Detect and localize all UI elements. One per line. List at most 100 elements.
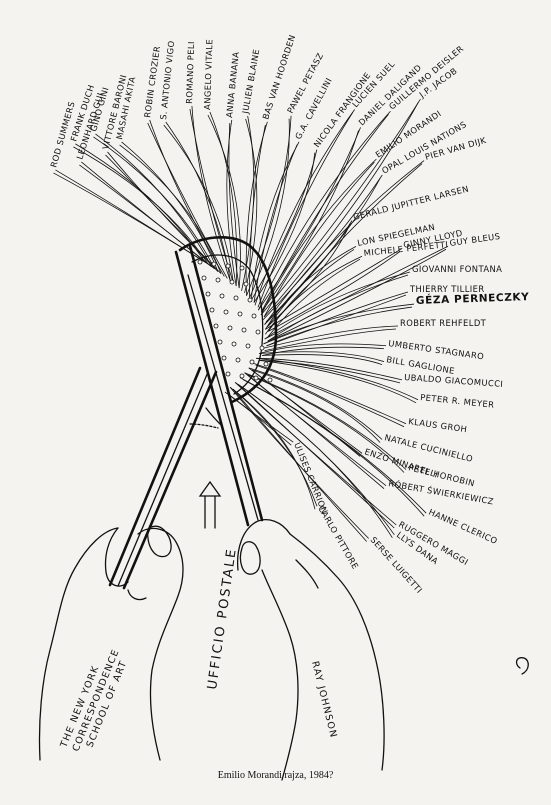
bristle-dot: [259, 345, 265, 351]
up-arrow: [198, 480, 222, 529]
bristle-line: [267, 163, 423, 327]
bristle-line: [266, 306, 413, 347]
bristle-line: [241, 115, 255, 291]
bristle-line: [257, 111, 391, 311]
bristle-dot: [237, 311, 243, 317]
artist-name: GIOVANNI FONTANA: [412, 264, 502, 274]
bristle-dot: [219, 293, 225, 299]
bristle-line: [260, 130, 359, 313]
bristle-line: [147, 122, 228, 279]
artist-name: ROBERT REHFELDT: [400, 318, 487, 328]
bristle-line: [53, 172, 209, 265]
caption: Emilio Morandi rajza, 1984?: [217, 770, 334, 781]
bristle-line: [229, 386, 318, 507]
bristle-line: [248, 367, 383, 440]
bristle-line: [228, 122, 240, 289]
bristle-dot: [227, 325, 233, 331]
bristle-line: [227, 393, 292, 446]
bristle-dot: [231, 341, 237, 347]
artist-name: PETER R. MEYER: [420, 392, 495, 410]
artist-name: ROMANO PELI: [184, 41, 196, 104]
artist-name: KLAUS GROH: [408, 416, 468, 434]
artist-name: THIERRY TILLIER: [409, 284, 485, 294]
bristle-line: [268, 251, 401, 332]
artist-name: RÓBERT ŚWIERKIEWICZ: [388, 477, 495, 506]
bristle-dot: [263, 361, 269, 367]
bristle-line: [251, 369, 381, 443]
bristle-line: [262, 354, 383, 366]
bristle-line: [226, 119, 237, 287]
bristle-dot: [213, 323, 219, 329]
bristle-line: [264, 245, 449, 340]
bristle-dot: [225, 263, 231, 269]
bristle-line: [262, 174, 383, 321]
bristle-dot: [221, 355, 227, 361]
bristle-dot: [197, 259, 203, 265]
bristle-line: [264, 246, 357, 330]
ray-johnson-label: RAY JOHNSON: [309, 660, 339, 739]
bristle-dot: [217, 339, 223, 345]
bristle-dot: [241, 327, 247, 333]
bristle-dot: [233, 295, 239, 301]
artist-name: GERALD JUPITTER LARSEN: [352, 183, 470, 221]
bristle-hairs: [53, 98, 449, 542]
bristle-line: [191, 105, 231, 282]
bristle-line: [163, 124, 234, 284]
bristle-line: [93, 136, 215, 269]
bristle-line: [259, 359, 417, 404]
bristle-dot: [253, 375, 259, 381]
bristle-line: [119, 144, 222, 274]
bristle-line: [189, 108, 234, 284]
bristle-line: [247, 374, 385, 489]
bristle-line: [247, 374, 405, 473]
bristle-line: [264, 328, 397, 352]
artist-name: ANGELO VITALE: [202, 39, 214, 110]
bristle-dot: [239, 265, 245, 271]
bristle-dot: [211, 261, 217, 267]
bristle-dot: [255, 329, 261, 335]
bristle-dot: [201, 275, 207, 281]
right-hand: [236, 519, 385, 781]
bristle-line: [207, 114, 241, 289]
bristle-line: [232, 388, 316, 510]
swirl-mark: [515, 657, 529, 675]
bristle-line: [265, 255, 363, 335]
bristle-line: [256, 357, 403, 381]
bristle-line: [266, 294, 407, 347]
bristle-dot: [215, 277, 221, 283]
bristle-dot: [243, 281, 249, 287]
bristle-line: [254, 109, 355, 306]
bristle-dot: [245, 343, 251, 349]
bristle-line: [256, 357, 419, 401]
artist-name: GÉZA PERNECZKY: [416, 290, 530, 307]
bristle-dot: [209, 307, 215, 313]
artist-name: UBALDO GIACOMUCCI: [404, 372, 504, 389]
bristle-line: [255, 364, 405, 428]
bristle-line: [259, 343, 387, 354]
bristle-line: [265, 248, 403, 330]
bristle-line: [261, 325, 399, 350]
bristle-dot: [249, 359, 255, 365]
bristle-dots: [197, 259, 273, 383]
bristle-line: [260, 114, 389, 313]
school-label: THE NEW YORK CORRESPONDENCE SCHOOL OF AR…: [58, 647, 129, 753]
bristle-line: [267, 248, 447, 342]
bristle-line: [105, 154, 222, 274]
artist-name: JULIEN BLAINE: [240, 48, 261, 115]
bristle-dot: [251, 313, 257, 319]
bristle-dot: [225, 371, 231, 377]
bristle-dot: [229, 279, 235, 285]
brush-handle: [174, 244, 264, 527]
bristle-line: [264, 160, 425, 325]
bristle-line: [242, 379, 425, 517]
bristle-dot: [223, 309, 229, 315]
bristle-line: [267, 274, 409, 342]
artist-name: ULISES CARRION: [292, 441, 330, 515]
bristle-dot: [239, 373, 245, 379]
bristle-dot: [205, 291, 211, 297]
bristle-line: [249, 124, 266, 298]
bristle-line: [264, 271, 411, 340]
